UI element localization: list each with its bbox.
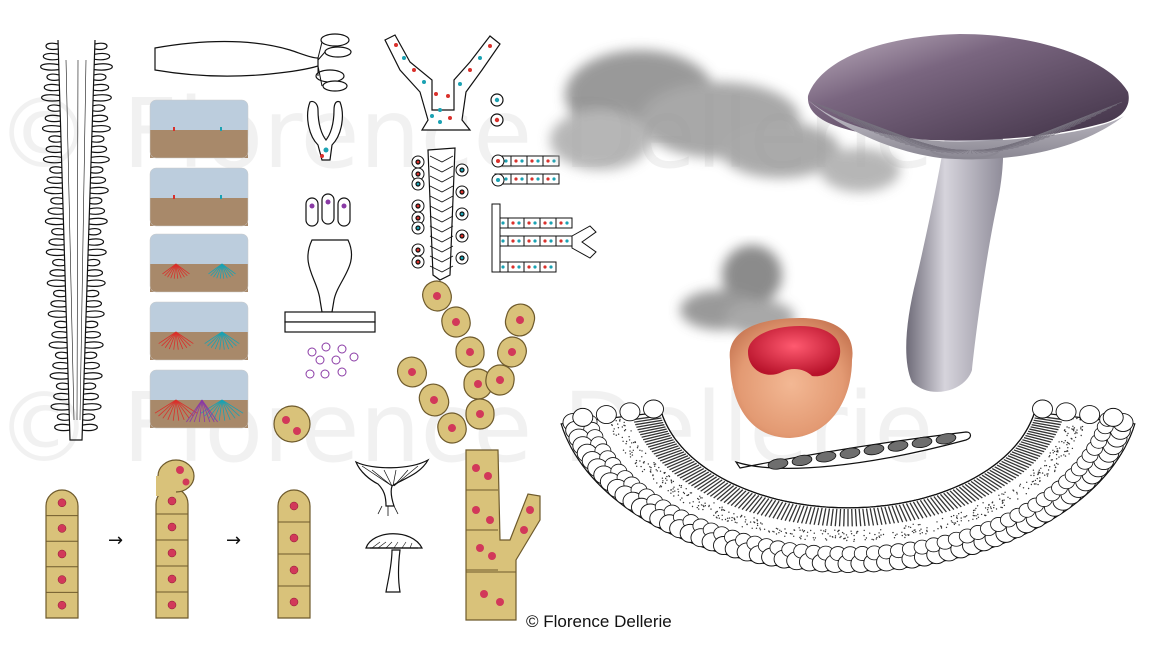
- arrow-2: →: [226, 530, 241, 551]
- apothecium-section: [561, 400, 1135, 573]
- root-hyphae-strand: [41, 40, 113, 440]
- mushroom-3d: [808, 34, 1129, 392]
- cup-fungus-3d: [730, 318, 853, 438]
- soil-panels: [150, 100, 248, 428]
- yellow-branching-hyphae: [393, 277, 540, 620]
- septate-hyphae-right: [492, 155, 596, 272]
- credit-text: © Florence Dellerie: [526, 612, 672, 632]
- cup-fungus-small: [356, 460, 428, 516]
- dikaryotic-hyphae: [385, 35, 503, 130]
- septate-hyphae-sequence: [46, 406, 310, 618]
- ascospores: [306, 343, 358, 378]
- ascus-cluster: [285, 194, 375, 332]
- ascus-long: [736, 432, 971, 471]
- arrow-1: →: [108, 530, 123, 551]
- clamp-connection: [412, 148, 468, 280]
- ascus-pair: [308, 101, 343, 160]
- basidium: [155, 34, 351, 91]
- mushroom-small: [366, 534, 422, 592]
